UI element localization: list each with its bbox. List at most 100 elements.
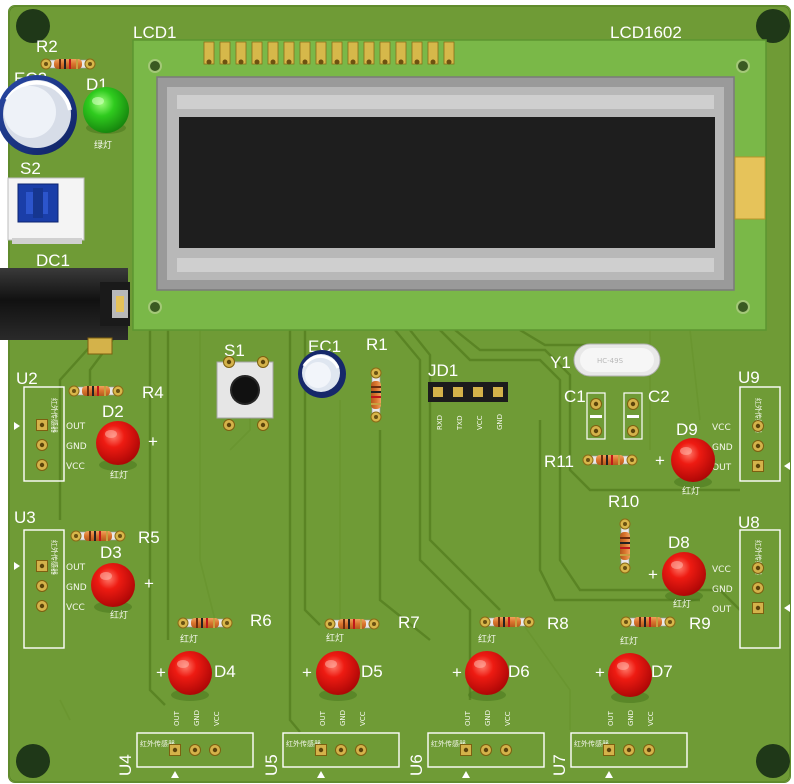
u5-ref: U5	[262, 754, 281, 776]
d6-ref: D6	[508, 662, 530, 681]
r6-ref: R6	[250, 611, 272, 630]
d8-label: 红灯	[673, 598, 691, 610]
copper-traces	[58, 328, 741, 733]
u9-title: 红外传感器	[754, 398, 763, 433]
u8-ref: U8	[738, 513, 760, 532]
jd1-pin-rxd: RXD	[436, 415, 444, 430]
d4-plus: +	[156, 663, 166, 682]
r4-ref: R4	[142, 383, 164, 402]
u8-pin-out: OUT	[712, 605, 732, 615]
u4-title: 红外传感器	[140, 739, 175, 748]
d5-label: 红灯	[326, 632, 344, 644]
u4-ref: U4	[116, 754, 135, 776]
u9-ref: U9	[738, 368, 760, 387]
mounting-hole-tl	[16, 9, 50, 43]
lcd-glass	[179, 117, 715, 248]
y1-ref: Y1	[550, 353, 571, 372]
d9-ref: D9	[676, 420, 698, 439]
u4-pin-gnd: GND	[193, 710, 201, 726]
ec2-capacitor	[0, 75, 77, 155]
r5-ref: R5	[138, 528, 160, 547]
sensor-u7: U7 红外传感器 OUT GND VCC	[550, 710, 688, 778]
d8-plus: +	[648, 565, 658, 584]
ec1-capacitor	[298, 350, 346, 398]
u2-title: 红外传感器	[50, 398, 59, 433]
u7-ref: U7	[550, 754, 569, 776]
r10-ref: R10	[608, 492, 639, 511]
u8-pin-gnd: GND	[712, 585, 733, 595]
d3-ref: D3	[100, 543, 122, 562]
jd1-ref: JD1	[428, 361, 458, 380]
u9-pin-gnd: GND	[712, 443, 733, 453]
u3-pin-out: OUT	[66, 563, 86, 573]
u8-title: 红外传感器	[754, 540, 763, 575]
dc1-ref: DC1	[36, 251, 70, 270]
d7-label: 红灯	[620, 635, 638, 647]
d5-plus: +	[302, 663, 312, 682]
u6-pin-gnd: GND	[484, 710, 492, 726]
sensor-u2: U2 红外传感器 OUT GND VCC	[14, 369, 87, 482]
r1-ref: R1	[366, 335, 388, 354]
d3-label: 红灯	[110, 609, 128, 621]
sensor-u4: U4 红外传感器 OUT GND VCC	[116, 710, 254, 778]
sensor-u9: U9 红外传感器 VCC GND OUT	[712, 368, 790, 482]
c2-capacitor	[623, 392, 643, 440]
u2-ref: U2	[16, 369, 38, 388]
c1-ref: C1	[564, 387, 586, 406]
u6-pin-vcc: VCC	[504, 711, 512, 726]
d1-green-led	[83, 87, 129, 134]
middle-group: S1 EC1 R1 JD1 RXD TXD VCC GND Y1	[216, 335, 670, 440]
d4-label: 红灯	[180, 633, 198, 645]
u3-pin-gnd: GND	[66, 583, 87, 593]
c1-capacitor	[586, 392, 606, 440]
d1-label: 绿灯	[94, 139, 112, 151]
u3-pin-vcc: VCC	[66, 603, 85, 613]
d6-plus: +	[452, 663, 462, 682]
u5-pin-gnd: GND	[339, 710, 347, 726]
dc1-jack	[0, 268, 130, 355]
d4-ref: D4	[214, 662, 236, 681]
u5-title: 红外传感器	[286, 739, 321, 748]
c2-ref: C2	[648, 387, 670, 406]
s1-ref: S1	[224, 341, 245, 360]
d2-plus: +	[148, 432, 158, 451]
s2-switch	[7, 177, 85, 244]
d7-plus: +	[595, 663, 605, 682]
r11-ref: R11	[544, 452, 574, 471]
lcd-header-pins	[203, 41, 455, 65]
d9-label: 红灯	[682, 485, 700, 497]
u3-title: 红外传感器	[50, 540, 59, 575]
lcd-module: LCD1 LCD1602	[132, 23, 767, 331]
d3-plus: +	[144, 574, 154, 593]
u6-pin-out: OUT	[464, 710, 472, 726]
sensor-u8: U8 红外传感器 VCC GND OUT	[712, 513, 790, 649]
lcd-ref: LCD1	[133, 23, 176, 42]
u9-pin-vcc: VCC	[712, 423, 731, 433]
u7-title: 红外传感器	[574, 739, 609, 748]
u5-pin-vcc: VCC	[359, 711, 367, 726]
d9-plus: +	[655, 451, 665, 470]
jd1-pin-txd: TXD	[456, 416, 464, 431]
r8-ref: R8	[547, 614, 569, 633]
mounting-hole-tr	[756, 9, 790, 43]
u6-title: 红外传感器	[431, 739, 466, 748]
lcd-backlight-tab	[734, 156, 766, 220]
jd1-pin-gnd: GND	[496, 414, 504, 430]
s2-ref: S2	[20, 159, 41, 178]
u7-pin-gnd: GND	[627, 710, 635, 726]
u4-pin-vcc: VCC	[213, 711, 221, 726]
d8-ref: D8	[668, 533, 690, 552]
sensor-u3: U3 红外传感器 OUT GND VCC	[14, 508, 87, 649]
mounting-hole-br	[756, 744, 790, 778]
u3-ref: U3	[14, 508, 36, 527]
sensor-u6: U6 红外传感器 OUT GND VCC	[407, 710, 545, 778]
mounting-hole-bl	[16, 744, 50, 778]
jd1-header	[428, 382, 508, 402]
u8-pin-vcc: VCC	[712, 565, 731, 575]
d6-label: 红灯	[478, 633, 496, 645]
u2-pin-gnd: GND	[66, 442, 87, 452]
u7-pin-vcc: VCC	[647, 711, 655, 726]
y1-marking: HC-49S	[597, 357, 624, 365]
u6-ref: U6	[407, 754, 426, 776]
